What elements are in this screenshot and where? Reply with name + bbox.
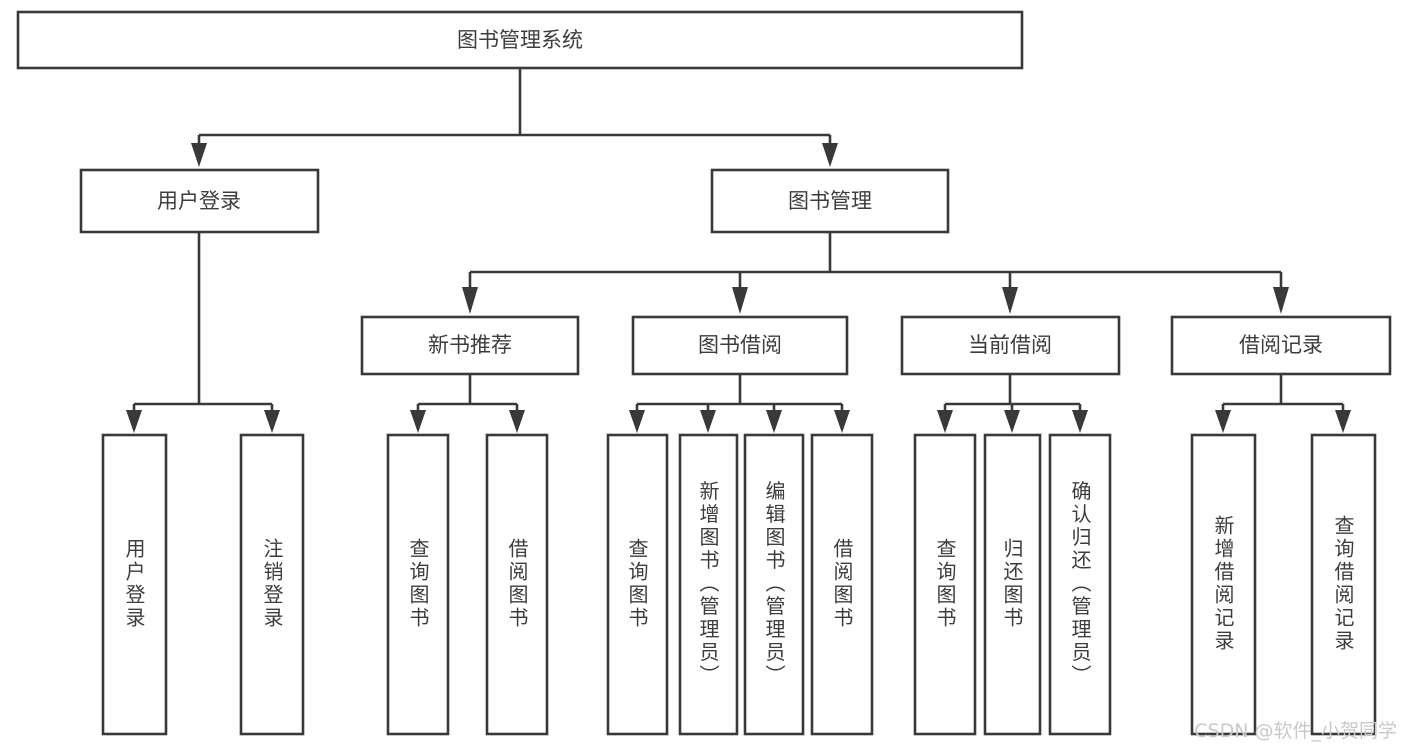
node-leaf-add-book-admin[interactable]: 新增图书（管理员） xyxy=(678,433,739,736)
node-leaf-return-book[interactable]: 归还图书 xyxy=(983,433,1042,736)
node-book-borrow-box[interactable] xyxy=(631,315,849,376)
arrow-borrow-c4 xyxy=(834,410,850,433)
arrow-record-c1 xyxy=(1215,410,1231,433)
node-leaf-query-book-c-label: 查询图书 xyxy=(933,538,957,630)
node-user-login[interactable]: 用户登录 xyxy=(79,168,320,234)
node-leaf-add-borrow-record[interactable]: 新增借阅记录 xyxy=(1190,433,1257,736)
arrow-borrow-c3 xyxy=(766,410,782,433)
node-leaf-query-book-b[interactable]: 查询图书 xyxy=(606,433,669,736)
node-leaf-user-login[interactable]: 用户登录 xyxy=(101,433,168,736)
arrow-current-c3 xyxy=(1072,410,1088,433)
node-new-book-recommend-box[interactable] xyxy=(360,315,580,376)
node-leaf-query-borrow-record-label: 查询借阅记录 xyxy=(1331,515,1355,653)
node-leaf-logout[interactable]: 注销登录 xyxy=(239,433,305,736)
node-book-borrow-label: 图书借阅 xyxy=(698,333,782,357)
node-leaf-query-book-c-box[interactable] xyxy=(913,433,977,736)
node-leaf-borrow-book-a-label: 借阅图书 xyxy=(505,538,529,630)
node-leaf-query-book-a[interactable]: 查询图书 xyxy=(386,433,450,736)
node-leaf-return-book-box[interactable] xyxy=(983,433,1042,736)
node-leaf-add-borrow-record-box[interactable] xyxy=(1190,433,1257,736)
arrow-bookmgmt-c3 xyxy=(1002,287,1018,314)
arrow-bookmgmt-c1 xyxy=(462,287,478,314)
node-leaf-borrow-book-a-box[interactable] xyxy=(485,433,549,736)
node-root-box[interactable] xyxy=(16,10,1024,70)
arrow-borrow-c2 xyxy=(700,410,716,433)
node-book-management[interactable]: 图书管理 xyxy=(710,168,950,234)
node-leaf-query-book-b-label: 查询图书 xyxy=(625,538,649,630)
arrow-newbook-c1 xyxy=(410,410,426,433)
node-leaf-borrow-book-a[interactable]: 借阅图书 xyxy=(485,433,549,736)
node-leaf-user-login-box[interactable] xyxy=(101,433,168,736)
node-leaf-edit-book-admin-box[interactable] xyxy=(743,433,805,736)
node-leaf-query-borrow-record-box[interactable] xyxy=(1310,433,1377,736)
node-new-book-recommend-label: 新书推荐 xyxy=(428,333,512,357)
node-leaf-borrow-book-b-label: 借阅图书 xyxy=(830,538,854,630)
node-borrow-record-box[interactable] xyxy=(1170,315,1392,376)
arrow-login-c1 xyxy=(126,410,142,433)
node-current-borrow-box[interactable] xyxy=(900,315,1121,376)
csdn-watermark: CSDN @软件_小贺同学 xyxy=(1194,720,1397,742)
node-leaf-edit-book-admin-label: 编辑图书（管理员） xyxy=(762,480,786,687)
node-leaf-confirm-return-admin-box[interactable] xyxy=(1048,433,1112,736)
arrow-newbook-c2 xyxy=(509,410,525,433)
node-current-borrow-label: 当前借阅 xyxy=(968,333,1052,357)
node-leaf-user-login-label: 用户登录 xyxy=(122,538,146,630)
node-leaf-query-book-c[interactable]: 查询图书 xyxy=(913,433,977,736)
arrow-record-c2 xyxy=(1335,410,1351,433)
node-leaf-logout-box[interactable] xyxy=(239,433,305,736)
arrow-borrow-c1 xyxy=(629,410,645,433)
connector-layer xyxy=(126,68,1351,433)
arrow-current-c2 xyxy=(1004,410,1020,433)
node-borrow-record-label: 借阅记录 xyxy=(1239,333,1323,357)
node-leaf-edit-book-admin[interactable]: 编辑图书（管理员） xyxy=(743,433,805,736)
node-leaf-query-borrow-record[interactable]: 查询借阅记录 xyxy=(1310,433,1377,736)
arrow-root-to-login xyxy=(191,143,207,167)
node-book-management-label: 图书管理 xyxy=(788,189,872,213)
arrow-login-c2 xyxy=(264,410,280,433)
arrow-current-c1 xyxy=(937,410,953,433)
node-leaf-borrow-book-b-box[interactable] xyxy=(810,433,874,736)
node-book-management-box[interactable] xyxy=(710,168,950,234)
node-user-login-label: 用户登录 xyxy=(157,189,241,213)
node-borrow-record[interactable]: 借阅记录 xyxy=(1170,315,1392,376)
node-leaf-query-book-b-box[interactable] xyxy=(606,433,669,736)
arrow-bookmgmt-c2 xyxy=(732,287,748,314)
node-leaf-logout-label: 注销登录 xyxy=(260,538,284,630)
node-leaf-return-book-label: 归还图书 xyxy=(1000,538,1024,630)
node-book-borrow[interactable]: 图书借阅 xyxy=(631,315,849,376)
node-root-label: 图书管理系统 xyxy=(457,28,583,52)
node-leaf-add-book-admin-box[interactable] xyxy=(678,433,739,736)
node-leaf-confirm-return-admin-label: 确认归还（管理员） xyxy=(1068,480,1092,687)
node-leaf-add-book-admin-label: 新增图书（管理员） xyxy=(696,480,720,687)
node-leaf-query-book-a-label: 查询图书 xyxy=(406,538,430,630)
node-root[interactable]: 图书管理系统 xyxy=(16,10,1024,70)
node-leaf-borrow-book-b[interactable]: 借阅图书 xyxy=(810,433,874,736)
node-leaf-add-borrow-record-label: 新增借阅记录 xyxy=(1211,515,1235,653)
node-user-login-box[interactable] xyxy=(79,168,320,234)
node-current-borrow[interactable]: 当前借阅 xyxy=(900,315,1121,376)
node-leaf-query-book-a-box[interactable] xyxy=(386,433,450,736)
arrow-bookmgmt-c4 xyxy=(1273,287,1289,314)
arrow-root-to-bookmgmt xyxy=(822,143,838,167)
node-leaf-confirm-return-admin[interactable]: 确认归还（管理员） xyxy=(1048,433,1112,736)
node-new-book-recommend[interactable]: 新书推荐 xyxy=(360,315,580,376)
